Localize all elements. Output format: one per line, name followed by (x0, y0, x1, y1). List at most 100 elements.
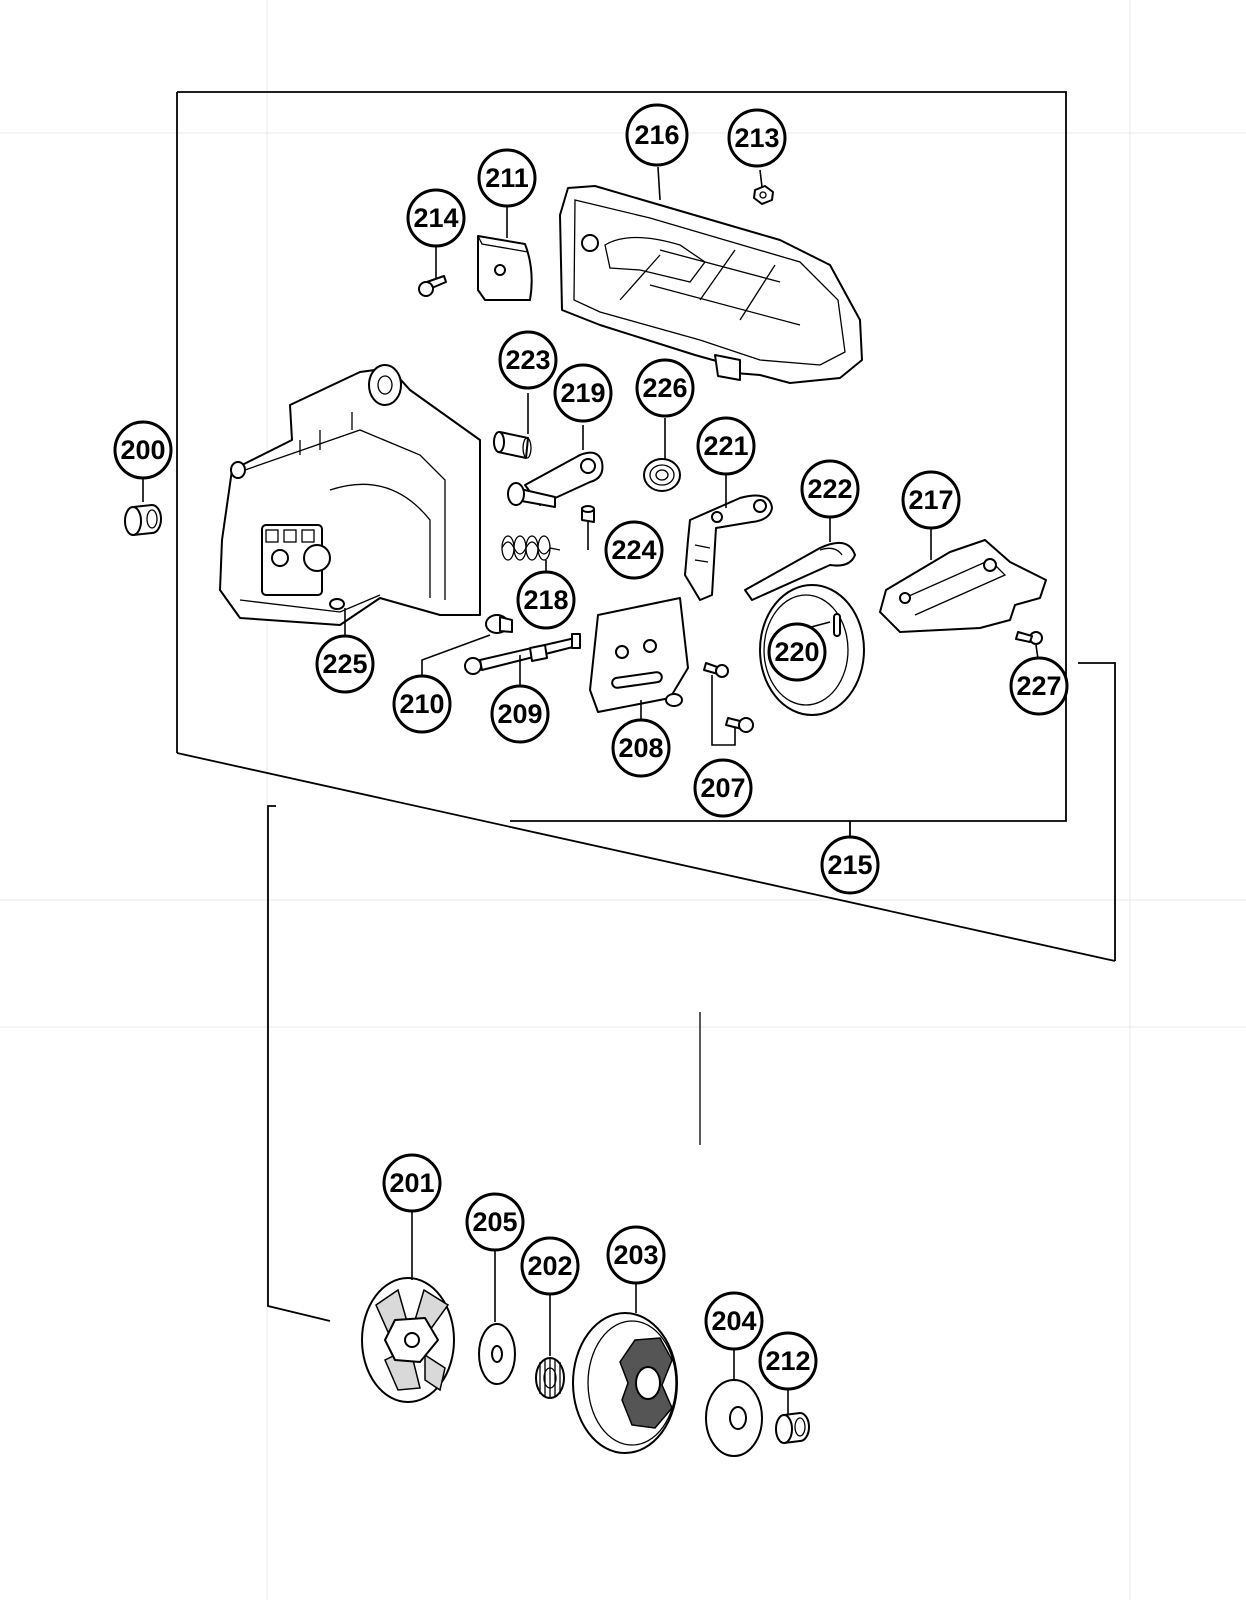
callout-200: 200 (113, 420, 173, 480)
adjusting-bolt-209 (464, 633, 581, 675)
callout-213: 213 (727, 108, 787, 168)
callout-circle (498, 330, 558, 390)
callout-circle (465, 1192, 525, 1252)
collar-212 (775, 1412, 810, 1444)
callout-label: 210 (399, 689, 444, 719)
callout-label: 208 (618, 733, 663, 763)
callout-label: 220 (774, 637, 819, 667)
clutch-group-bracket (267, 805, 701, 1322)
callout-label: 226 (642, 373, 687, 403)
callout-219: 219 (553, 363, 613, 423)
callout-208: 208 (611, 718, 671, 778)
callout-circle (520, 1236, 580, 1296)
callout-223: 223 (498, 330, 558, 390)
callout-217: 217 (901, 470, 961, 530)
callout-215: 215 (820, 835, 880, 895)
screw-214 (418, 275, 447, 297)
callout-circle (696, 416, 756, 476)
callout-circle (800, 459, 860, 519)
callout-label: 219 (560, 378, 605, 408)
callout-circle (392, 674, 452, 734)
spring-coil-226 (643, 458, 681, 492)
assembly-frame (176, 91, 1116, 962)
callout-label: 205 (472, 1207, 517, 1237)
callout-circle (490, 684, 550, 744)
callout-circle (767, 622, 827, 682)
pin-224 (581, 505, 595, 523)
callout-circle (820, 835, 880, 895)
callout-label: 217 (908, 485, 953, 515)
callout-label: 209 (497, 699, 542, 729)
callout-label: 213 (734, 123, 779, 153)
callout-circle (516, 570, 576, 630)
callout-label: 221 (703, 431, 748, 461)
callout-circle (901, 470, 961, 530)
callout-227: 227 (1009, 656, 1069, 716)
callout-circle (113, 420, 173, 480)
clutch-201 (361, 1277, 455, 1403)
callout-label: 222 (807, 474, 852, 504)
callout-label: 200 (120, 435, 165, 465)
lever-arm-219 (507, 451, 604, 508)
callout-220: 220 (767, 622, 827, 682)
callout-circle (758, 1331, 818, 1391)
callout-202: 202 (520, 1236, 580, 1296)
sleeve-223 (493, 431, 532, 459)
callout-circle (727, 108, 787, 168)
callout-label: 214 (413, 203, 458, 233)
leader-lines (142, 166, 1040, 1414)
callout-label: 218 (523, 585, 568, 615)
callout-222: 222 (800, 459, 860, 519)
washer-205 (478, 1323, 516, 1385)
callout-210: 210 (392, 674, 452, 734)
callout-218: 218 (516, 570, 576, 630)
callout-circle (477, 148, 537, 208)
callout-label: 207 (700, 773, 745, 803)
callout-226: 226 (635, 358, 695, 418)
callout-212: 212 (758, 1331, 818, 1391)
bushing (124, 504, 162, 536)
callout-circle (704, 1291, 764, 1351)
callout-201: 201 (382, 1153, 442, 1213)
block-211 (477, 235, 533, 301)
callout-circle (635, 358, 695, 418)
callout-label: 223 (505, 345, 550, 375)
sprocket-drum-203 (572, 1312, 678, 1454)
callout-circle (604, 520, 664, 580)
brake-band-222 (744, 541, 856, 601)
callout-221: 221 (696, 416, 756, 476)
callout-circle (625, 103, 689, 167)
callout-209: 209 (490, 684, 550, 744)
callout-label: 216 (634, 120, 679, 150)
callout-207: 207 (693, 758, 753, 818)
callout-circle (553, 363, 613, 423)
callout-224: 224 (604, 520, 664, 580)
callout-circle (611, 718, 671, 778)
callout-label: 215 (827, 850, 872, 880)
callout-label: 201 (389, 1168, 434, 1198)
chain-brake-bracket-217 (879, 539, 1047, 633)
callout-label: 212 (765, 1346, 810, 1376)
callout-203: 203 (606, 1225, 666, 1285)
callout-204: 204 (704, 1291, 764, 1351)
callout-label: 211 (485, 163, 529, 193)
callout-214: 214 (406, 188, 466, 248)
washer-204 (705, 1379, 763, 1457)
callout-circle (315, 634, 375, 694)
bar-cover-plate (559, 185, 863, 384)
bolt-210 (485, 614, 513, 634)
spring-218 (501, 535, 561, 561)
callout-211: 211 (477, 148, 537, 208)
needle-bearing-202 (535, 1357, 565, 1399)
chain-guide-plate-208 (589, 597, 689, 713)
callout-circle (406, 188, 466, 248)
callout-label: 202 (527, 1251, 572, 1281)
screw-227 (1015, 631, 1043, 645)
callout-205: 205 (465, 1192, 525, 1252)
callout-label: 224 (611, 535, 656, 565)
callout-circle (382, 1153, 442, 1213)
callout-circle (1009, 656, 1069, 716)
callout-label: 227 (1016, 671, 1061, 701)
